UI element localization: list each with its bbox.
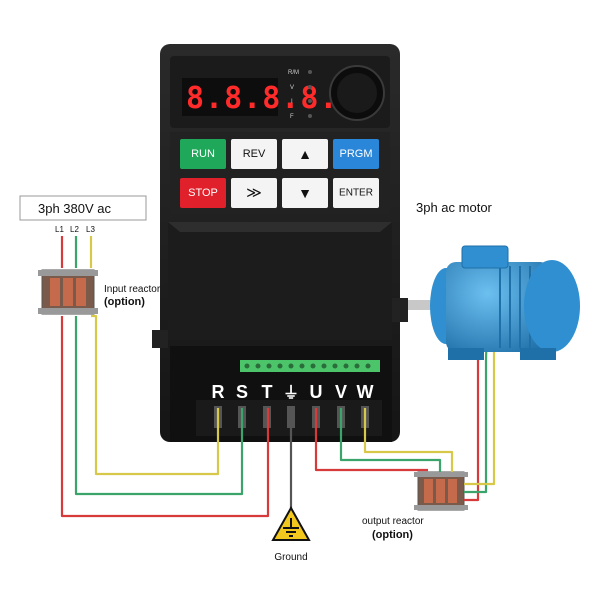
input-reactor-option: (option) bbox=[104, 296, 145, 308]
side-tab bbox=[152, 330, 168, 348]
phase-labels: L1 L2 L3 bbox=[55, 225, 95, 234]
input-reactor bbox=[38, 269, 98, 315]
motor-terminal-box bbox=[461, 245, 509, 269]
terminal-s: S bbox=[236, 382, 248, 402]
stop-button[interactable]: STOP bbox=[180, 178, 226, 208]
terminal-w: W bbox=[357, 382, 374, 402]
output-reactor-label: output reactor bbox=[362, 516, 424, 527]
stop-label: STOP bbox=[188, 187, 218, 199]
indicator-led bbox=[308, 99, 312, 103]
input-wires bbox=[60, 236, 270, 518]
motor-body bbox=[446, 262, 550, 352]
phase-label-l3: L3 bbox=[86, 225, 95, 234]
unit-label-rm: R/M bbox=[288, 70, 299, 76]
motor-rear-fan-cover bbox=[524, 260, 580, 352]
front-cover bbox=[168, 222, 392, 340]
wire-v-in bbox=[339, 408, 442, 472]
terminal-t: T bbox=[262, 382, 273, 402]
supply-label: 3ph 380V ac bbox=[38, 201, 112, 216]
up-arrow-icon: ▲ bbox=[298, 146, 312, 162]
prgm-label: PRGM bbox=[340, 148, 373, 160]
shift-button[interactable]: ≫ bbox=[231, 178, 277, 208]
phase-label-l1: L1 bbox=[55, 225, 64, 234]
wire-l2-s bbox=[74, 236, 244, 496]
input-reactor-label: Input reactor bbox=[104, 284, 161, 295]
enter-button[interactable]: ENTER bbox=[333, 178, 379, 208]
cover-edge bbox=[168, 222, 392, 232]
ac-motor bbox=[408, 245, 580, 360]
indicator-led bbox=[308, 70, 312, 74]
supply-box: 3ph 380V ac bbox=[19, 195, 147, 221]
prgm-button[interactable]: PRGM bbox=[333, 139, 379, 169]
run-label: RUN bbox=[191, 148, 215, 160]
led-digits: 8.8.8.8.8 bbox=[186, 81, 358, 116]
unit-label-i: I bbox=[291, 99, 293, 105]
motor-foot bbox=[448, 348, 484, 360]
motor-shaft bbox=[408, 300, 436, 310]
wire-w-in bbox=[363, 408, 454, 472]
shift-icon: ≫ bbox=[246, 185, 262, 202]
terminal-strip bbox=[240, 360, 380, 372]
unit-indicators: R/M V I F bbox=[288, 70, 312, 120]
indicator-led bbox=[308, 114, 312, 118]
down-arrow-icon: ▼ bbox=[298, 185, 312, 201]
terminal-screws bbox=[244, 363, 371, 369]
unit-label-v: V bbox=[290, 85, 294, 91]
led-window bbox=[182, 78, 278, 116]
run-button[interactable]: RUN bbox=[180, 139, 226, 169]
motor-label: 3ph ac motor bbox=[416, 200, 493, 215]
output-reactor bbox=[414, 471, 468, 511]
enter-label: ENTER bbox=[339, 188, 373, 199]
terminal-u: U bbox=[310, 382, 323, 402]
rev-button[interactable]: REV bbox=[231, 139, 277, 169]
motor-foot bbox=[520, 348, 556, 360]
wire-l1-t bbox=[60, 236, 270, 518]
wire-u-in bbox=[314, 408, 428, 472]
ground-label: Ground bbox=[274, 552, 307, 563]
ground-warning-icon bbox=[271, 505, 311, 541]
inverter: 8.8.8.8.8 R/M V I F RUN REV ▲ bbox=[152, 44, 408, 442]
knob-center bbox=[337, 73, 377, 113]
unit-label-f: F bbox=[290, 114, 294, 120]
phase-label-l2: L2 bbox=[70, 225, 79, 234]
indicator-led bbox=[308, 85, 312, 89]
wire-l3-r bbox=[89, 236, 220, 476]
terminal-v: V bbox=[335, 382, 347, 402]
down-button[interactable]: ▼ bbox=[282, 178, 328, 208]
up-button[interactable]: ▲ bbox=[282, 139, 328, 169]
terminal-r: R bbox=[212, 382, 225, 402]
terminal-ground: ⏚ bbox=[283, 384, 299, 402]
rev-label: REV bbox=[243, 148, 266, 160]
output-reactor-option: (option) bbox=[372, 529, 413, 541]
side-tab bbox=[392, 298, 408, 322]
terminal-labels: R S T ⏚ U V W bbox=[212, 382, 374, 402]
